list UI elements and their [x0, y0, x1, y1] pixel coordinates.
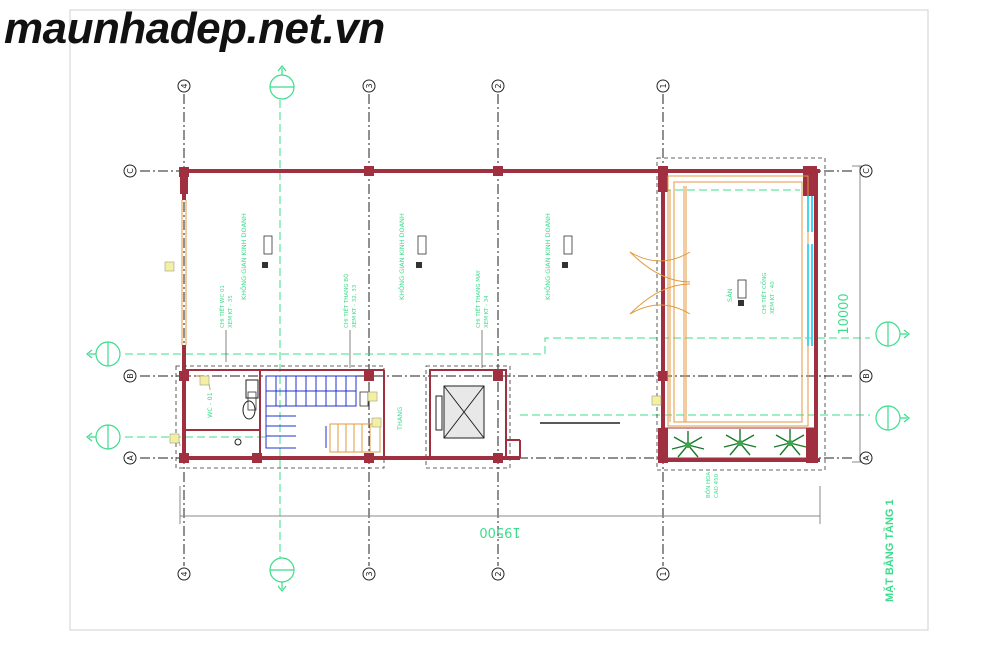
grid-bubbles [123, 79, 873, 581]
grid-col-3-bottom: 3 [365, 571, 374, 576]
grid-col-2-top: 2 [494, 83, 503, 88]
level-tags [247, 235, 747, 411]
sheet-title: MẶT BẰNG TẦNG 1 [884, 499, 896, 602]
gate-swing [629, 251, 691, 315]
plant-icon [671, 429, 807, 458]
note-wc-detail: CHI TIẾT WC 01 [218, 285, 226, 328]
grid-col-4-top: 4 [180, 83, 189, 88]
room-wc: WC - 01 [206, 392, 214, 418]
grid-row-a-left: A [126, 455, 135, 461]
room-business-3: KHÔNG GIAN KINH DOANH [543, 213, 552, 300]
structural-columns [179, 166, 818, 463]
grid-row-b-left: B [126, 373, 135, 379]
note-labels: CHI TIẾT WC 01 XEM KT - 35 CHI TIẾT THAN… [218, 270, 776, 498]
dimension-width: 10000 [837, 293, 852, 334]
note-stair-detail: CHI TIẾT THANG BỘ [342, 273, 350, 328]
sink-icon [245, 379, 259, 399]
grid-row-c-left: C [126, 168, 135, 174]
elevator [435, 385, 485, 439]
right-windows [807, 196, 813, 346]
note-leaders [225, 330, 483, 368]
grid-col-1-top: 1 [659, 83, 668, 88]
yard-frame [667, 175, 809, 427]
section-markers [86, 65, 910, 592]
note-elevator-detail: CHI TIẾT THANG MÁY [474, 270, 482, 328]
planter [663, 427, 817, 459]
note-gate-detail: CHI TIẾT CỔNG [760, 273, 768, 314]
site-watermark: maunhadep.net.vn [4, 4, 385, 53]
grid-col-4-bottom: 4 [180, 571, 189, 576]
aux-lines [125, 100, 870, 560]
dimension-length: 19500 [479, 524, 520, 539]
left-window [181, 200, 187, 345]
interior-walls [184, 369, 521, 459]
room-business-2: KHÔNG GIAN KINH DOANH [397, 213, 406, 300]
yellow-markers [164, 261, 662, 444]
grid-row-c-right: C [862, 168, 871, 174]
grid-labels: 4 3 2 1 4 3 2 1 C B A C B A [126, 83, 871, 576]
stair-flight-upper [265, 375, 357, 449]
grid-row-a-right: A [862, 455, 871, 461]
paper-frame [69, 9, 929, 631]
room-stair: THANG [396, 407, 404, 431]
room-labels: KHÔNG GIAN KINH DOANH KHÔNG GIAN KINH DO… [206, 213, 734, 431]
note-planter-height: CAO 450 [714, 473, 720, 498]
dimension-lines [179, 165, 868, 524]
note-stair-ref: XEM KT - 32, 33 [352, 284, 358, 328]
drain-icon [234, 438, 242, 446]
grid-col-3-top: 3 [365, 83, 374, 88]
grid-col-1-bottom: 1 [659, 571, 668, 576]
stair-flight-lower [329, 423, 381, 453]
note-planter: BỒN HOA [703, 472, 712, 498]
note-elevator-ref: XEM KT - 34 [484, 295, 490, 328]
grid-col-2-bottom: 2 [494, 571, 503, 576]
note-gate-ref: XEM KT - 40 [770, 281, 776, 314]
room-yard: SÂN [725, 288, 734, 302]
plant-leaves [685, 440, 793, 448]
room-business-1: KHÔNG GIAN KINH DOANH [239, 213, 248, 300]
note-wc-ref: XEM KT - 35 [228, 295, 234, 328]
grid-row-b-right: B [862, 373, 871, 379]
